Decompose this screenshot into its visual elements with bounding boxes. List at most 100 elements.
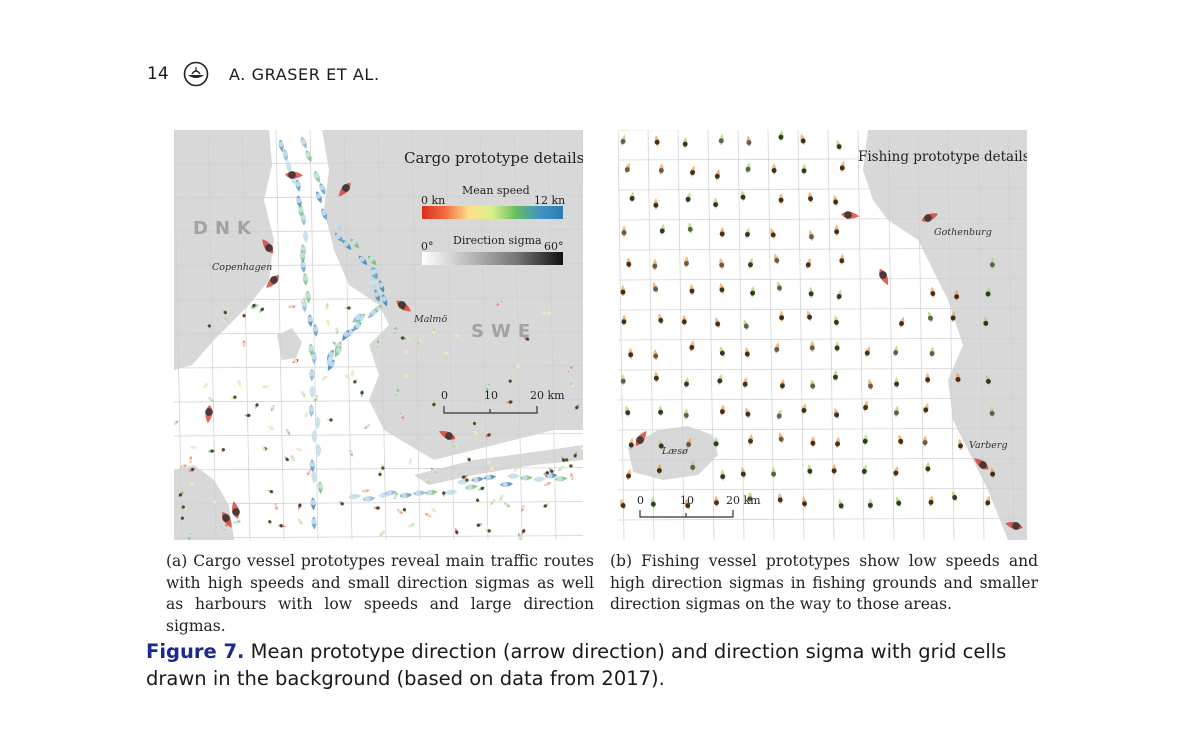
cargo-prototype-glyph <box>379 530 385 537</box>
cargo-prototype-glyph <box>299 250 306 263</box>
cargo-prototype-glyph <box>311 470 317 484</box>
fishing-prototype-glyph <box>925 461 931 474</box>
fishing-prototype-glyph <box>714 169 720 181</box>
fishing-prototype-glyph <box>776 409 782 421</box>
cargo-prototype-glyph <box>306 469 312 476</box>
cargo-prototype-glyph <box>471 476 484 483</box>
fishing-prototype-glyph <box>923 403 929 415</box>
cargo-map <box>174 130 583 540</box>
cargo-prototype-glyph <box>338 500 345 506</box>
fishing-prototype-glyph <box>748 433 754 446</box>
fishing-prototype-glyph <box>778 432 784 444</box>
cargo-prototype-glyph <box>370 277 376 291</box>
cargo-prototype-glyph <box>569 382 575 389</box>
cargo-prototype-glyph <box>454 527 459 536</box>
page-number: 14 <box>147 64 169 84</box>
fishing-prototype-glyph <box>626 469 632 481</box>
cargo-prototype-glyph <box>288 305 296 309</box>
scale-a-tick-2: 20 km <box>530 389 565 402</box>
fishing-prototype-glyph <box>808 286 814 299</box>
scale-bar-b <box>639 510 734 518</box>
cargo-prototype-glyph <box>261 385 270 389</box>
fishing-prototype-glyph <box>659 223 665 236</box>
cargo-prototype-glyph <box>180 513 185 522</box>
cargo-map-title: Cargo prototype details <box>404 149 583 167</box>
place-gothenburg: Gothenburg <box>934 227 992 238</box>
cargo-prototype-glyph <box>285 160 292 174</box>
fishing-prototype-glyph <box>810 378 816 391</box>
cargo-prototype-glyph <box>321 375 328 381</box>
cargo-prototype-glyph <box>333 221 342 231</box>
cargo-prototype-glyph <box>312 323 319 337</box>
fishing-prototype-glyph <box>625 405 631 418</box>
cargo-prototype-glyph <box>466 456 472 462</box>
cargo-prototype-glyph <box>344 374 351 380</box>
fishing-prototype-glyph <box>750 285 756 298</box>
cargo-prototype-glyph <box>223 523 228 531</box>
cargo-prototype-glyph <box>432 399 436 408</box>
cargo-prototype-glyph <box>221 309 228 315</box>
cargo-prototype-glyph <box>295 447 303 452</box>
cargo-prototype-glyph <box>319 182 326 196</box>
fishing-prototype-glyph <box>658 163 664 175</box>
cargo-prototype-glyph <box>314 394 318 403</box>
fishing-prototype-glyph <box>743 319 749 331</box>
fishing-prototype-glyph <box>684 498 691 510</box>
cargo-prototype-glyph <box>475 523 483 527</box>
fishing-prototype-glyph <box>808 191 814 204</box>
cargo-prototype-glyph <box>301 299 308 313</box>
cargo-prototype-glyph <box>267 426 275 430</box>
cargo-prototype-glyph <box>561 455 566 463</box>
cargo-prototype-glyph <box>500 481 514 488</box>
cargo-prototype-glyph <box>408 523 415 528</box>
fishing-prototype-glyph <box>714 317 721 329</box>
fishing-prototype-glyph <box>863 400 869 412</box>
fishing-prototype-glyph <box>620 134 626 146</box>
cargo-prototype-glyph <box>212 498 219 504</box>
cargo-prototype-glyph <box>430 467 436 473</box>
cargo-prototype-glyph <box>533 476 547 482</box>
cargo-prototype-glyph <box>315 191 322 204</box>
cargo-prototype-glyph <box>308 404 315 418</box>
cargo-prototype-glyph <box>301 390 306 398</box>
fishing-prototype-glyph <box>620 498 626 510</box>
cargo-prototype-glyph <box>242 312 247 321</box>
cargo-prototype-glyph <box>424 513 432 518</box>
fishing-prototype-glyph <box>683 408 689 420</box>
cargo-prototype-glyph <box>237 379 241 388</box>
fishing-prototype-glyph <box>954 289 960 302</box>
country-label-swe: SWE <box>471 321 538 342</box>
fishing-prototype-glyph <box>747 491 753 504</box>
island-land <box>277 328 302 360</box>
cargo-prototype-glyph <box>567 365 573 373</box>
cargo-prototype-glyph <box>309 385 316 399</box>
cargo-prototype-glyph <box>307 314 313 328</box>
fishing-prototype-glyph <box>809 340 815 353</box>
cargo-prototype-glyph <box>539 310 548 315</box>
fishing-prototype-glyph <box>808 229 814 242</box>
fishing-prototype-glyph <box>621 314 627 327</box>
cargo-prototype-glyph <box>483 474 497 481</box>
cargo-prototype-glyph <box>579 444 583 451</box>
fishing-prototype-glyph <box>746 135 752 148</box>
fishing-prototype-glyph <box>626 257 632 269</box>
speed-legend-max: 12 kn <box>534 194 566 207</box>
cargo-prototype-glyph <box>327 359 335 371</box>
harbour-prototype-glyph <box>232 501 240 519</box>
fishing-prototype-glyph <box>624 162 631 174</box>
fishing-prototype-glyph <box>836 289 842 301</box>
cargo-prototype-glyph <box>284 455 290 462</box>
denmark-south-land <box>174 465 234 540</box>
fishing-prototype-glyph <box>834 340 840 353</box>
cargo-prototype-glyph <box>266 489 275 494</box>
fishing-prototype-glyph <box>685 192 691 204</box>
sweden-coast-land <box>863 130 1027 540</box>
cargo-prototype-glyph <box>373 506 381 510</box>
cargo-prototype-glyph <box>349 449 353 457</box>
cargo-prototype-glyph <box>261 445 266 453</box>
cargo-prototype-glyph <box>363 424 370 430</box>
fishing-prototype-glyph <box>713 197 719 210</box>
cargo-prototype-glyph <box>254 402 259 410</box>
cargo-prototype-glyph <box>424 477 429 484</box>
fishing-prototype-glyph <box>951 490 958 502</box>
